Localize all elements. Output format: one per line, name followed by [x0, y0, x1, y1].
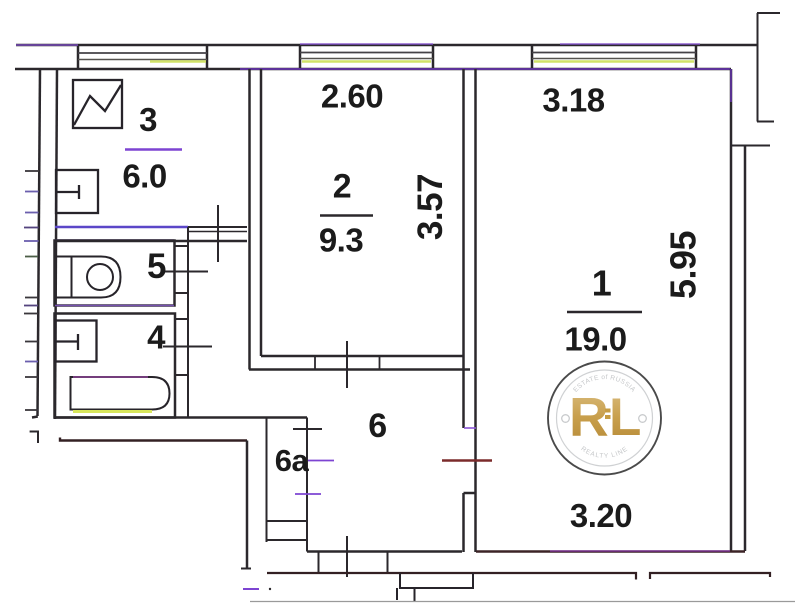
svg-text:3.18: 3.18	[542, 82, 604, 119]
svg-text:3: 3	[139, 101, 157, 138]
svg-text:6a: 6a	[275, 443, 310, 478]
svg-text:2: 2	[333, 168, 351, 206]
svg-text:3.57: 3.57	[411, 174, 450, 240]
svg-text:5: 5	[147, 247, 166, 286]
svg-text:4: 4	[147, 319, 166, 356]
svg-text:L: L	[609, 388, 641, 447]
svg-text:6: 6	[368, 407, 386, 445]
svg-text:3.20: 3.20	[570, 497, 632, 534]
svg-text:6.0: 6.0	[122, 158, 166, 195]
svg-text:2.60: 2.60	[321, 78, 383, 115]
svg-text:5.95: 5.95	[663, 230, 704, 299]
svg-text:1: 1	[592, 263, 612, 304]
svg-text:R: R	[569, 386, 609, 448]
svg-text:19.0: 19.0	[564, 321, 626, 358]
svg-text:9.3: 9.3	[319, 222, 364, 259]
